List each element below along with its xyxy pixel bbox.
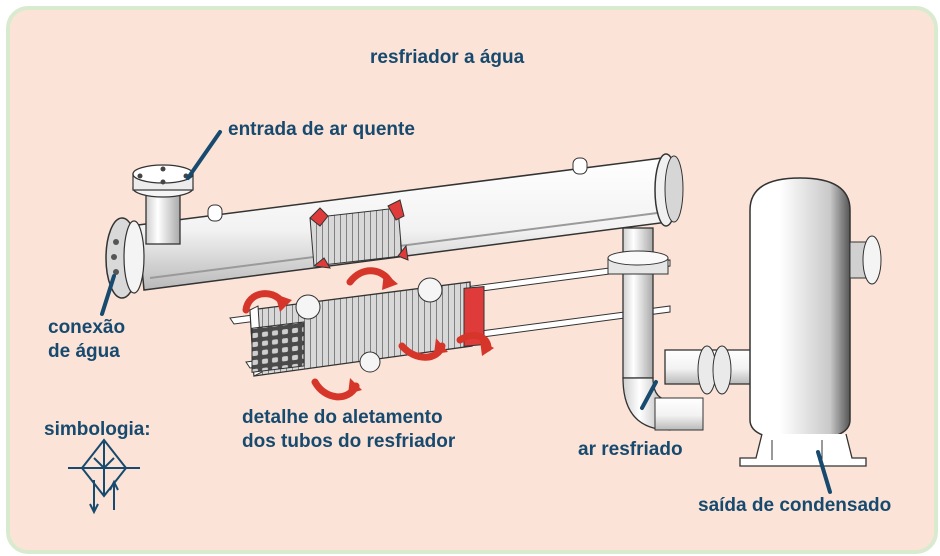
pointer-lines (100, 130, 832, 494)
flow-arrow-heads (275, 272, 494, 394)
hot-air-inlet-label: entrada de ar quente (228, 119, 415, 140)
diagram-title: resfriador a água (370, 47, 525, 68)
separator-tank (739, 177, 882, 467)
symbology-label: simbologia: (44, 419, 151, 440)
outlet-pipe (607, 227, 756, 431)
fin-detail-label-line1: detalhe do aletamento (242, 407, 443, 428)
cooled-air-label: ar resfriado (578, 439, 683, 460)
fin-detail-label-line2: dos tubos do resfriador (242, 431, 456, 452)
diagram-panel: resfriador a água entrada de ar quente c… (6, 6, 938, 554)
water-connection-label-line2: de água (48, 341, 120, 362)
condensate-outlet-label: saída de condensado (698, 495, 892, 516)
cooler-illustration (68, 130, 882, 515)
cooler-shell (105, 153, 684, 299)
symbology-glyph (68, 438, 140, 515)
water-connection-label-line1: conexão (48, 317, 126, 338)
fin-tube-detail (229, 259, 671, 377)
